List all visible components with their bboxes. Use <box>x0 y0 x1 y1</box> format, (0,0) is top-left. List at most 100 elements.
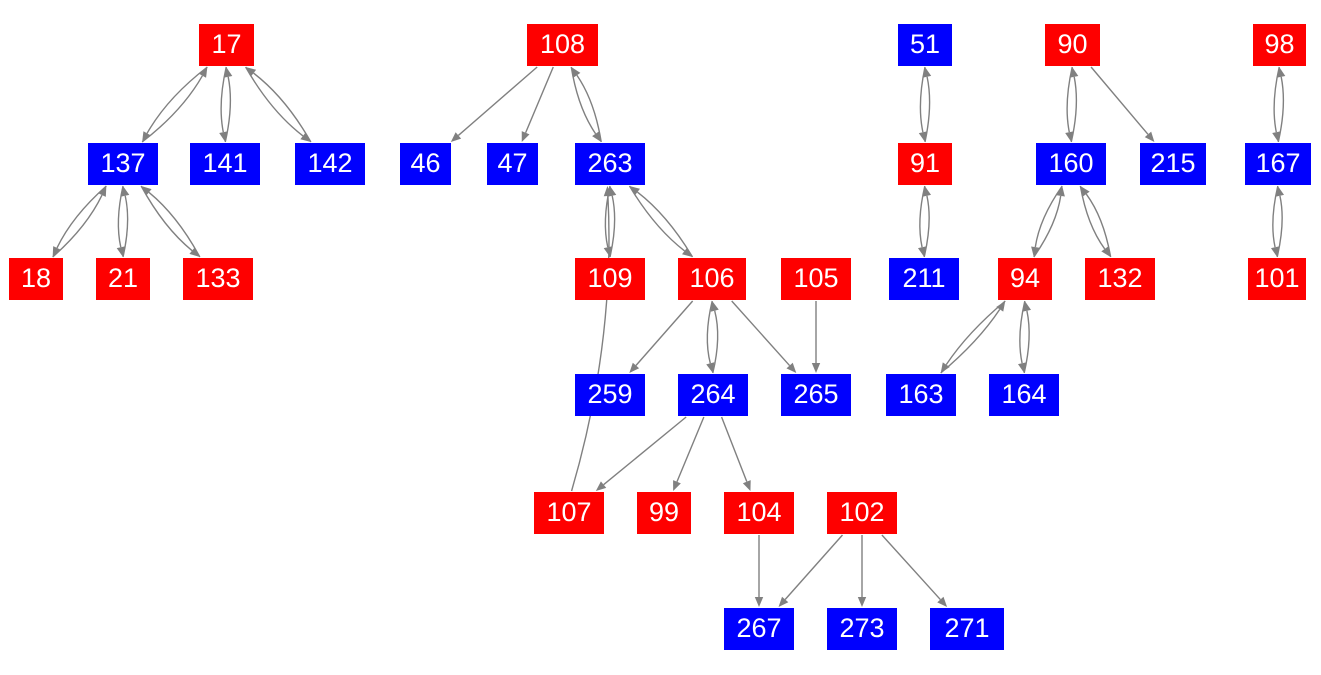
graph-node-98[interactable]: 98 <box>1253 24 1306 66</box>
node-box-273[interactable] <box>827 608 897 650</box>
graph-node-267[interactable]: 267 <box>724 608 794 650</box>
graph-node-107[interactable]: 107 <box>534 492 604 534</box>
graph-node-265[interactable]: 265 <box>781 374 851 416</box>
node-label-267: 267 <box>736 613 781 643</box>
node-box-259[interactable] <box>575 374 645 416</box>
edge-layer <box>52 66 1286 607</box>
node-label-106: 106 <box>689 263 734 293</box>
node-box-104[interactable] <box>724 492 794 534</box>
node-box-137[interactable] <box>88 143 158 185</box>
node-label-264: 264 <box>690 379 735 409</box>
graph-node-132[interactable]: 132 <box>1085 258 1155 300</box>
node-box-105[interactable] <box>781 258 851 300</box>
node-box-21[interactable] <box>96 258 150 300</box>
graph-node-273[interactable]: 273 <box>827 608 897 650</box>
edge-263-to-108 <box>576 74 602 143</box>
edge-21-to-137 <box>122 195 129 258</box>
arrowhead-264-to-104 <box>742 480 751 491</box>
graph-node-163[interactable]: 163 <box>886 374 956 416</box>
node-box-141[interactable] <box>190 143 260 185</box>
node-box-215[interactable] <box>1140 143 1206 185</box>
edge-106-to-265 <box>731 300 791 367</box>
node-box-98[interactable] <box>1253 24 1306 66</box>
edge-106-to-259 <box>635 300 694 366</box>
graph-node-17[interactable]: 17 <box>199 24 254 66</box>
node-box-46[interactable] <box>400 143 451 185</box>
arrowhead-108-to-47 <box>521 131 530 142</box>
graph-node-211[interactable]: 211 <box>889 258 959 300</box>
graph-node-259[interactable]: 259 <box>575 374 645 416</box>
graph-node-106[interactable]: 106 <box>678 258 746 300</box>
graph-node-271[interactable]: 271 <box>930 608 1004 650</box>
graph-node-21[interactable]: 21 <box>96 258 150 300</box>
node-box-263[interactable] <box>575 143 645 185</box>
node-box-102[interactable] <box>827 492 897 534</box>
graph-node-164[interactable]: 164 <box>989 374 1059 416</box>
graph-node-133[interactable]: 133 <box>183 258 253 300</box>
graph-node-91[interactable]: 91 <box>898 143 952 185</box>
edge-167-to-101 <box>1272 185 1279 248</box>
graph-node-94[interactable]: 94 <box>998 258 1052 300</box>
arrowhead-264-to-99 <box>673 480 681 491</box>
graph-node-101[interactable]: 101 <box>1248 258 1306 300</box>
node-box-264[interactable] <box>678 374 748 416</box>
graph-node-141[interactable]: 141 <box>190 143 260 185</box>
edge-108-to-47 <box>524 66 554 134</box>
node-box-99[interactable] <box>637 492 691 534</box>
edge-167-to-98 <box>1277 76 1285 143</box>
node-box-265[interactable] <box>781 374 851 416</box>
graph-node-215[interactable]: 215 <box>1140 143 1206 185</box>
node-box-47[interactable] <box>487 143 538 185</box>
node-box-18[interactable] <box>9 258 63 300</box>
node-box-160[interactable] <box>1036 143 1106 185</box>
graph-node-109[interactable]: 109 <box>575 258 645 300</box>
node-label-160: 160 <box>1048 148 1093 178</box>
graph-node-137[interactable]: 137 <box>88 143 158 185</box>
node-box-267[interactable] <box>724 608 794 650</box>
edge-160-to-132 <box>1079 185 1106 250</box>
node-box-106[interactable] <box>678 258 746 300</box>
graph-node-51[interactable]: 51 <box>898 24 952 66</box>
graph-node-90[interactable]: 90 <box>1045 24 1100 66</box>
arrowhead-106-to-264 <box>706 362 715 373</box>
graph-node-105[interactable]: 105 <box>781 258 851 300</box>
node-box-167[interactable] <box>1245 143 1311 185</box>
node-box-133[interactable] <box>183 258 253 300</box>
node-box-51[interactable] <box>898 24 952 66</box>
node-box-108[interactable] <box>527 24 598 66</box>
node-box-211[interactable] <box>889 258 959 300</box>
edge-18-to-137 <box>52 194 103 258</box>
graph-node-263[interactable]: 263 <box>575 143 645 185</box>
node-box-91[interactable] <box>898 143 952 185</box>
node-box-107[interactable] <box>534 492 604 534</box>
graph-node-104[interactable]: 104 <box>724 492 794 534</box>
graph-node-102[interactable]: 102 <box>827 492 897 534</box>
node-box-132[interactable] <box>1085 258 1155 300</box>
node-box-94[interactable] <box>998 258 1052 300</box>
edge-94-to-164 <box>1019 300 1026 364</box>
node-box-142[interactable] <box>295 143 365 185</box>
node-box-90[interactable] <box>1045 24 1100 66</box>
graph-node-264[interactable]: 264 <box>678 374 748 416</box>
graph-node-167[interactable]: 167 <box>1245 143 1311 185</box>
arrowhead-108-to-263 <box>592 131 602 142</box>
graph-node-108[interactable]: 108 <box>527 24 598 66</box>
node-label-108: 108 <box>540 29 585 59</box>
node-box-109[interactable] <box>575 258 645 300</box>
graph-node-46[interactable]: 46 <box>400 143 451 185</box>
edge-90-to-215 <box>1090 66 1149 135</box>
node-box-101[interactable] <box>1248 258 1306 300</box>
graph-node-142[interactable]: 142 <box>295 143 365 185</box>
graph-node-99[interactable]: 99 <box>637 492 691 534</box>
arrowhead-142-to-17 <box>245 67 257 77</box>
arrowhead-137-to-133 <box>189 247 200 257</box>
arrowhead-137-to-17 <box>198 67 208 78</box>
node-box-271[interactable] <box>930 608 1004 650</box>
node-box-164[interactable] <box>989 374 1059 416</box>
edge-137-to-18 <box>56 185 107 249</box>
node-box-163[interactable] <box>886 374 956 416</box>
graph-node-160[interactable]: 160 <box>1036 143 1106 185</box>
node-box-17[interactable] <box>199 24 254 66</box>
graph-node-47[interactable]: 47 <box>487 143 538 185</box>
graph-node-18[interactable]: 18 <box>9 258 63 300</box>
